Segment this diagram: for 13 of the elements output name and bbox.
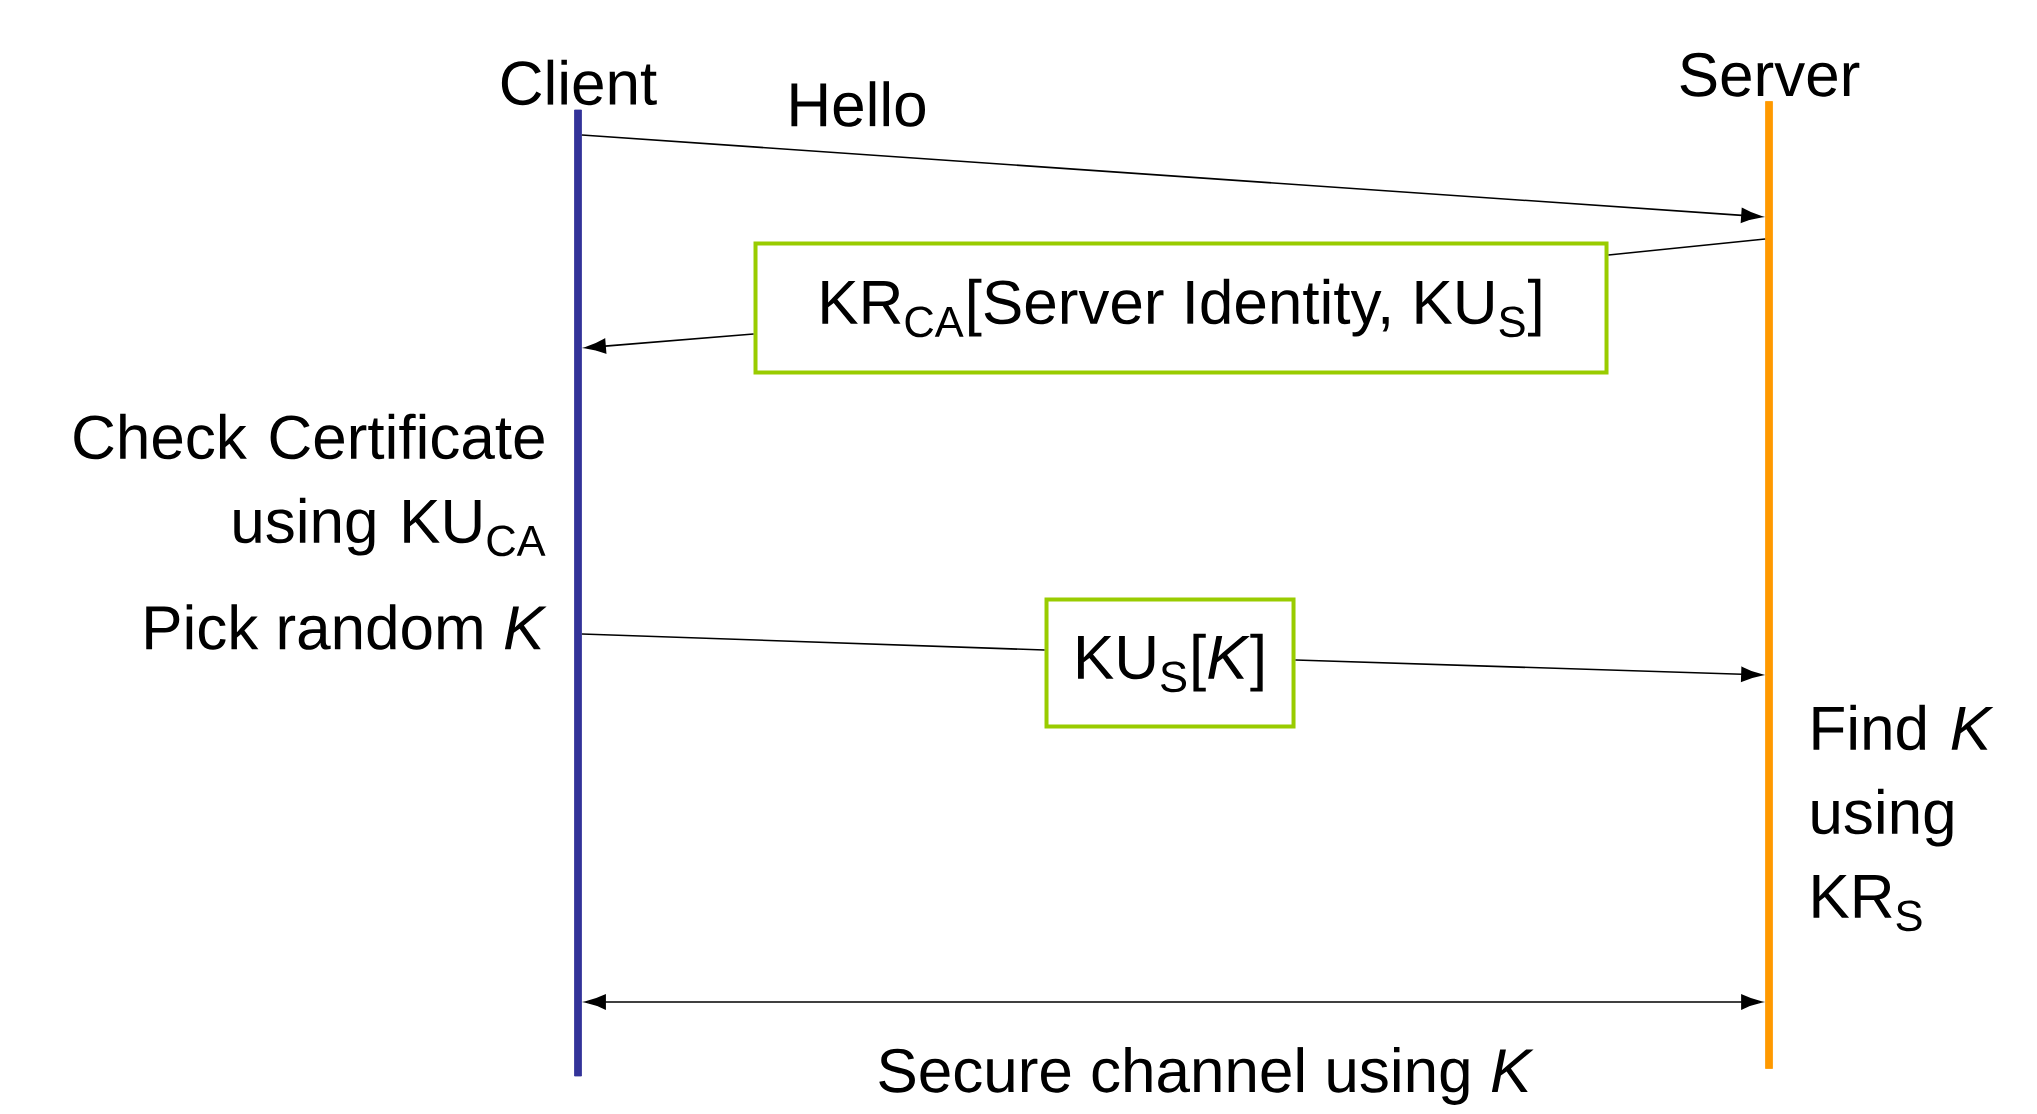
arrow <box>581 134 1763 223</box>
node-label: Client <box>501 59 657 106</box>
edge-label: Hello <box>784 79 930 129</box>
arrow <box>584 994 1763 1010</box>
arrow <box>1294 659 1763 682</box>
arrow <box>584 333 755 354</box>
edge-label: Secure channel using K <box>874 1045 1536 1107</box>
note-text: Pick random K <box>146 604 547 650</box>
note-text: Find K using KR$_{S}$ <box>1812 704 1994 932</box>
note-text: Check Certificate using KU$_{CA}$ <box>74 413 546 557</box>
message-box: KU$_{S}$[K] <box>1044 597 1296 729</box>
node-label: Server <box>1680 52 1860 97</box>
message-box: KR$_{CA}$[Server Identity, KU$_{S}$] <box>753 241 1609 375</box>
